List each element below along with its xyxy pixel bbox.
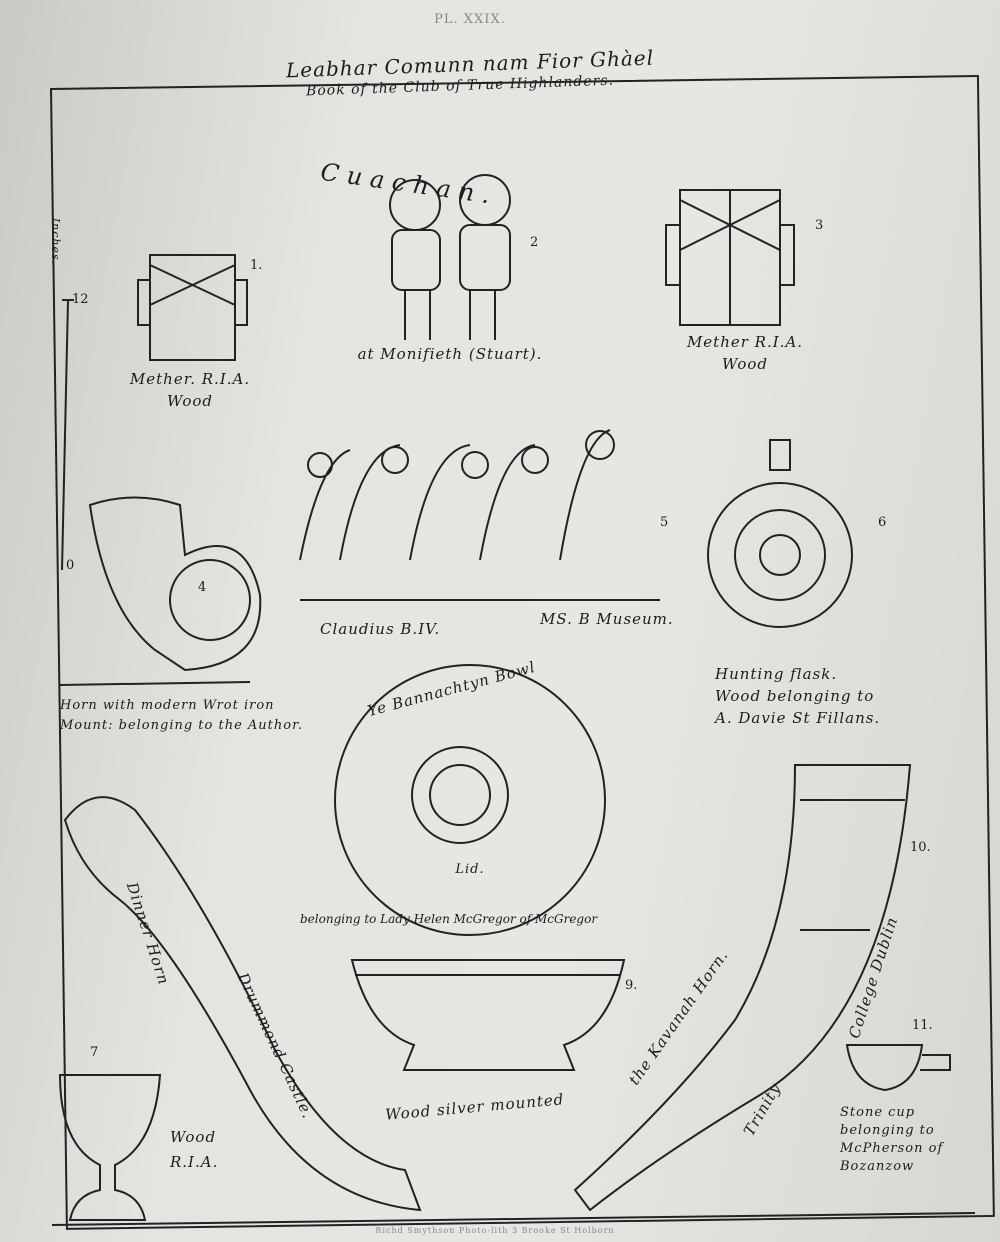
item-4-owner: Mount: belonging to the Author. (60, 718, 304, 733)
plate-number: PL. XXIX. (434, 12, 506, 27)
stone-cup-11 (845, 1044, 951, 1092)
scale-label: Inches. (49, 217, 63, 266)
bowl-9 (350, 959, 626, 1071)
item-2-number: 2 (530, 235, 539, 250)
item-1-number: 1. (250, 258, 263, 273)
manuscript-figures-5 (299, 429, 660, 601)
item-5-museum: MS. B Museum. (540, 610, 674, 628)
horn-4 (59, 496, 262, 686)
item-7-location: R.I.A. (170, 1153, 219, 1171)
bowl-ring-owner: belonging to Lady Helen McGregor of McGr… (300, 912, 598, 926)
item-6-owner: A. Davie St Fillans. (715, 709, 881, 727)
dinner-horn-8 (63, 796, 422, 1212)
scale-bottom: 0 (66, 558, 75, 573)
kavanah-horn-10 (573, 764, 912, 1212)
item-3-number: 3 (815, 218, 824, 233)
mether-1 (137, 254, 248, 361)
item-5-source: Claudius B.IV. (320, 620, 441, 638)
item-11-number: 11. (912, 1018, 933, 1033)
item-5-number: 5 (660, 515, 669, 530)
item-11-owner-3: Bozanzow (840, 1159, 915, 1174)
bowl-lid (334, 664, 606, 936)
item-7-material: Wood (170, 1128, 217, 1146)
item-4-caption: Horn with modern Wrot iron (60, 698, 275, 713)
item-6-caption: Hunting flask. (715, 665, 838, 683)
scale-bar (61, 299, 74, 571)
item-2-caption: at Monifieth (Stuart). (357, 345, 543, 363)
carved-figures-2 (389, 174, 511, 340)
scale-top: 12 (72, 292, 89, 307)
item-1-caption: Mether. R.I.A. (129, 370, 251, 388)
item-3-caption: Mether R.I.A. (686, 333, 804, 351)
item-9-number: 9. (625, 978, 638, 993)
item-1-material: Wood (166, 392, 214, 410)
item-10-number: 10. (910, 840, 931, 855)
printer-imprint: Richd Smythson Photo-lith 3 Brooke St Ho… (375, 1226, 615, 1235)
hunting-flask-6 (707, 439, 853, 628)
item-11-caption: Stone cup (840, 1105, 916, 1120)
item-4-number: 4 (198, 580, 207, 595)
item-6-number: 6 (878, 515, 887, 530)
item-7-number: 7 (90, 1045, 99, 1060)
item-11-owner-2: McPherson of (840, 1141, 944, 1156)
item-3-material: Wood (721, 355, 769, 373)
cup-7 (58, 1074, 162, 1221)
base-line (51, 1212, 976, 1226)
mether-3 (665, 189, 795, 326)
lid-label: Lid. (455, 862, 485, 877)
item-11-owner-1: belonging to (840, 1123, 935, 1138)
item-6-material: Wood belonging to (715, 687, 875, 705)
